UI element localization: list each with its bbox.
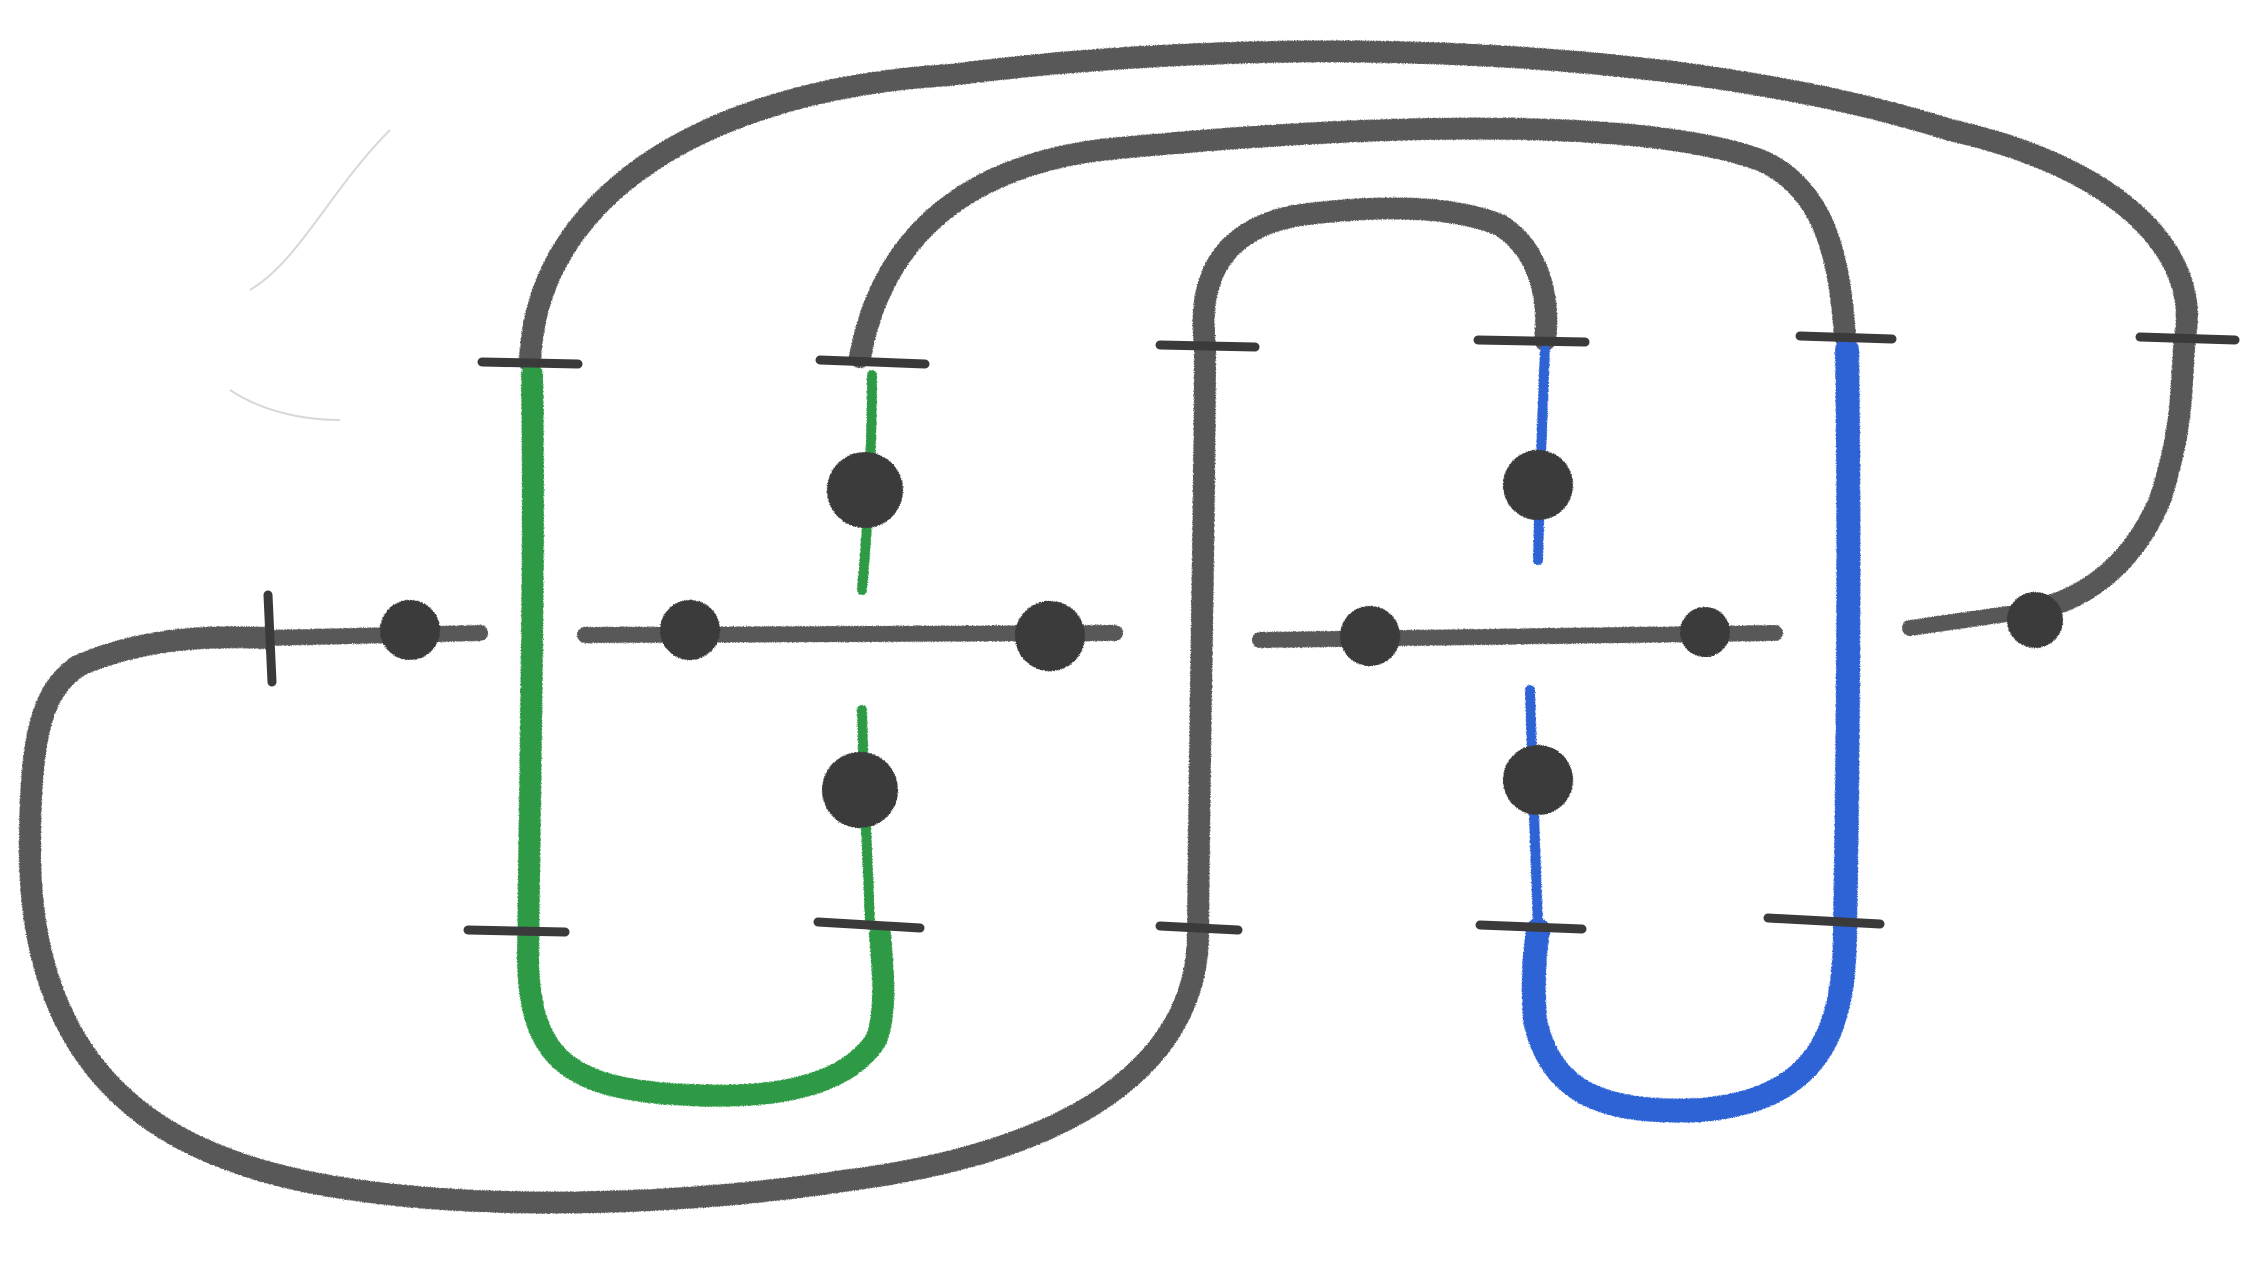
- tick-blue-left-top: [1473, 335, 1590, 347]
- gray-inner-arc: [1192, 197, 1558, 356]
- tick-green-right-top: [815, 355, 930, 369]
- tick-blue-right-top: [1795, 331, 1897, 344]
- node-green-lower: [822, 752, 898, 828]
- node-center-left-end: [1015, 601, 1085, 671]
- gray-central-vertical: [1187, 334, 1216, 941]
- gray-left-stub: [257, 625, 488, 646]
- node-right-stub: [2007, 592, 2063, 648]
- tick-green-left-bottom: [463, 925, 570, 937]
- gray-outer-top-arc: [519, 40, 2198, 373]
- node-blue-upper: [1503, 450, 1573, 520]
- tick-gray-right-hook: [2135, 332, 2240, 345]
- tick-blue-right-bottom: [1763, 913, 1885, 929]
- green-u-curve: [517, 364, 895, 1107]
- faint-pencil-smudge: [229, 129, 391, 421]
- gray-right-hook: [2024, 326, 2196, 621]
- blue-u-curve: [1521, 338, 1861, 1123]
- tick-blue-left-bottom: [1475, 920, 1587, 934]
- gray-second-top-arc: [849, 117, 1856, 368]
- tick-gray-left-stub: [263, 590, 277, 687]
- tick-green-left-top: [477, 357, 583, 369]
- tick-gray-center-top: [1155, 340, 1260, 352]
- gray-big-loop: [19, 626, 1210, 1214]
- node-blue-lower: [1503, 745, 1573, 815]
- node-center-left-start: [660, 600, 720, 660]
- node-green-upper: [827, 452, 903, 528]
- node-center-right-end: [1680, 607, 1730, 657]
- node-left-stub: [380, 600, 440, 660]
- tick-green-right-bottom: [813, 917, 925, 933]
- node-center-right-start: [1340, 606, 1400, 666]
- tick-gray-center-bottom: [1155, 921, 1243, 935]
